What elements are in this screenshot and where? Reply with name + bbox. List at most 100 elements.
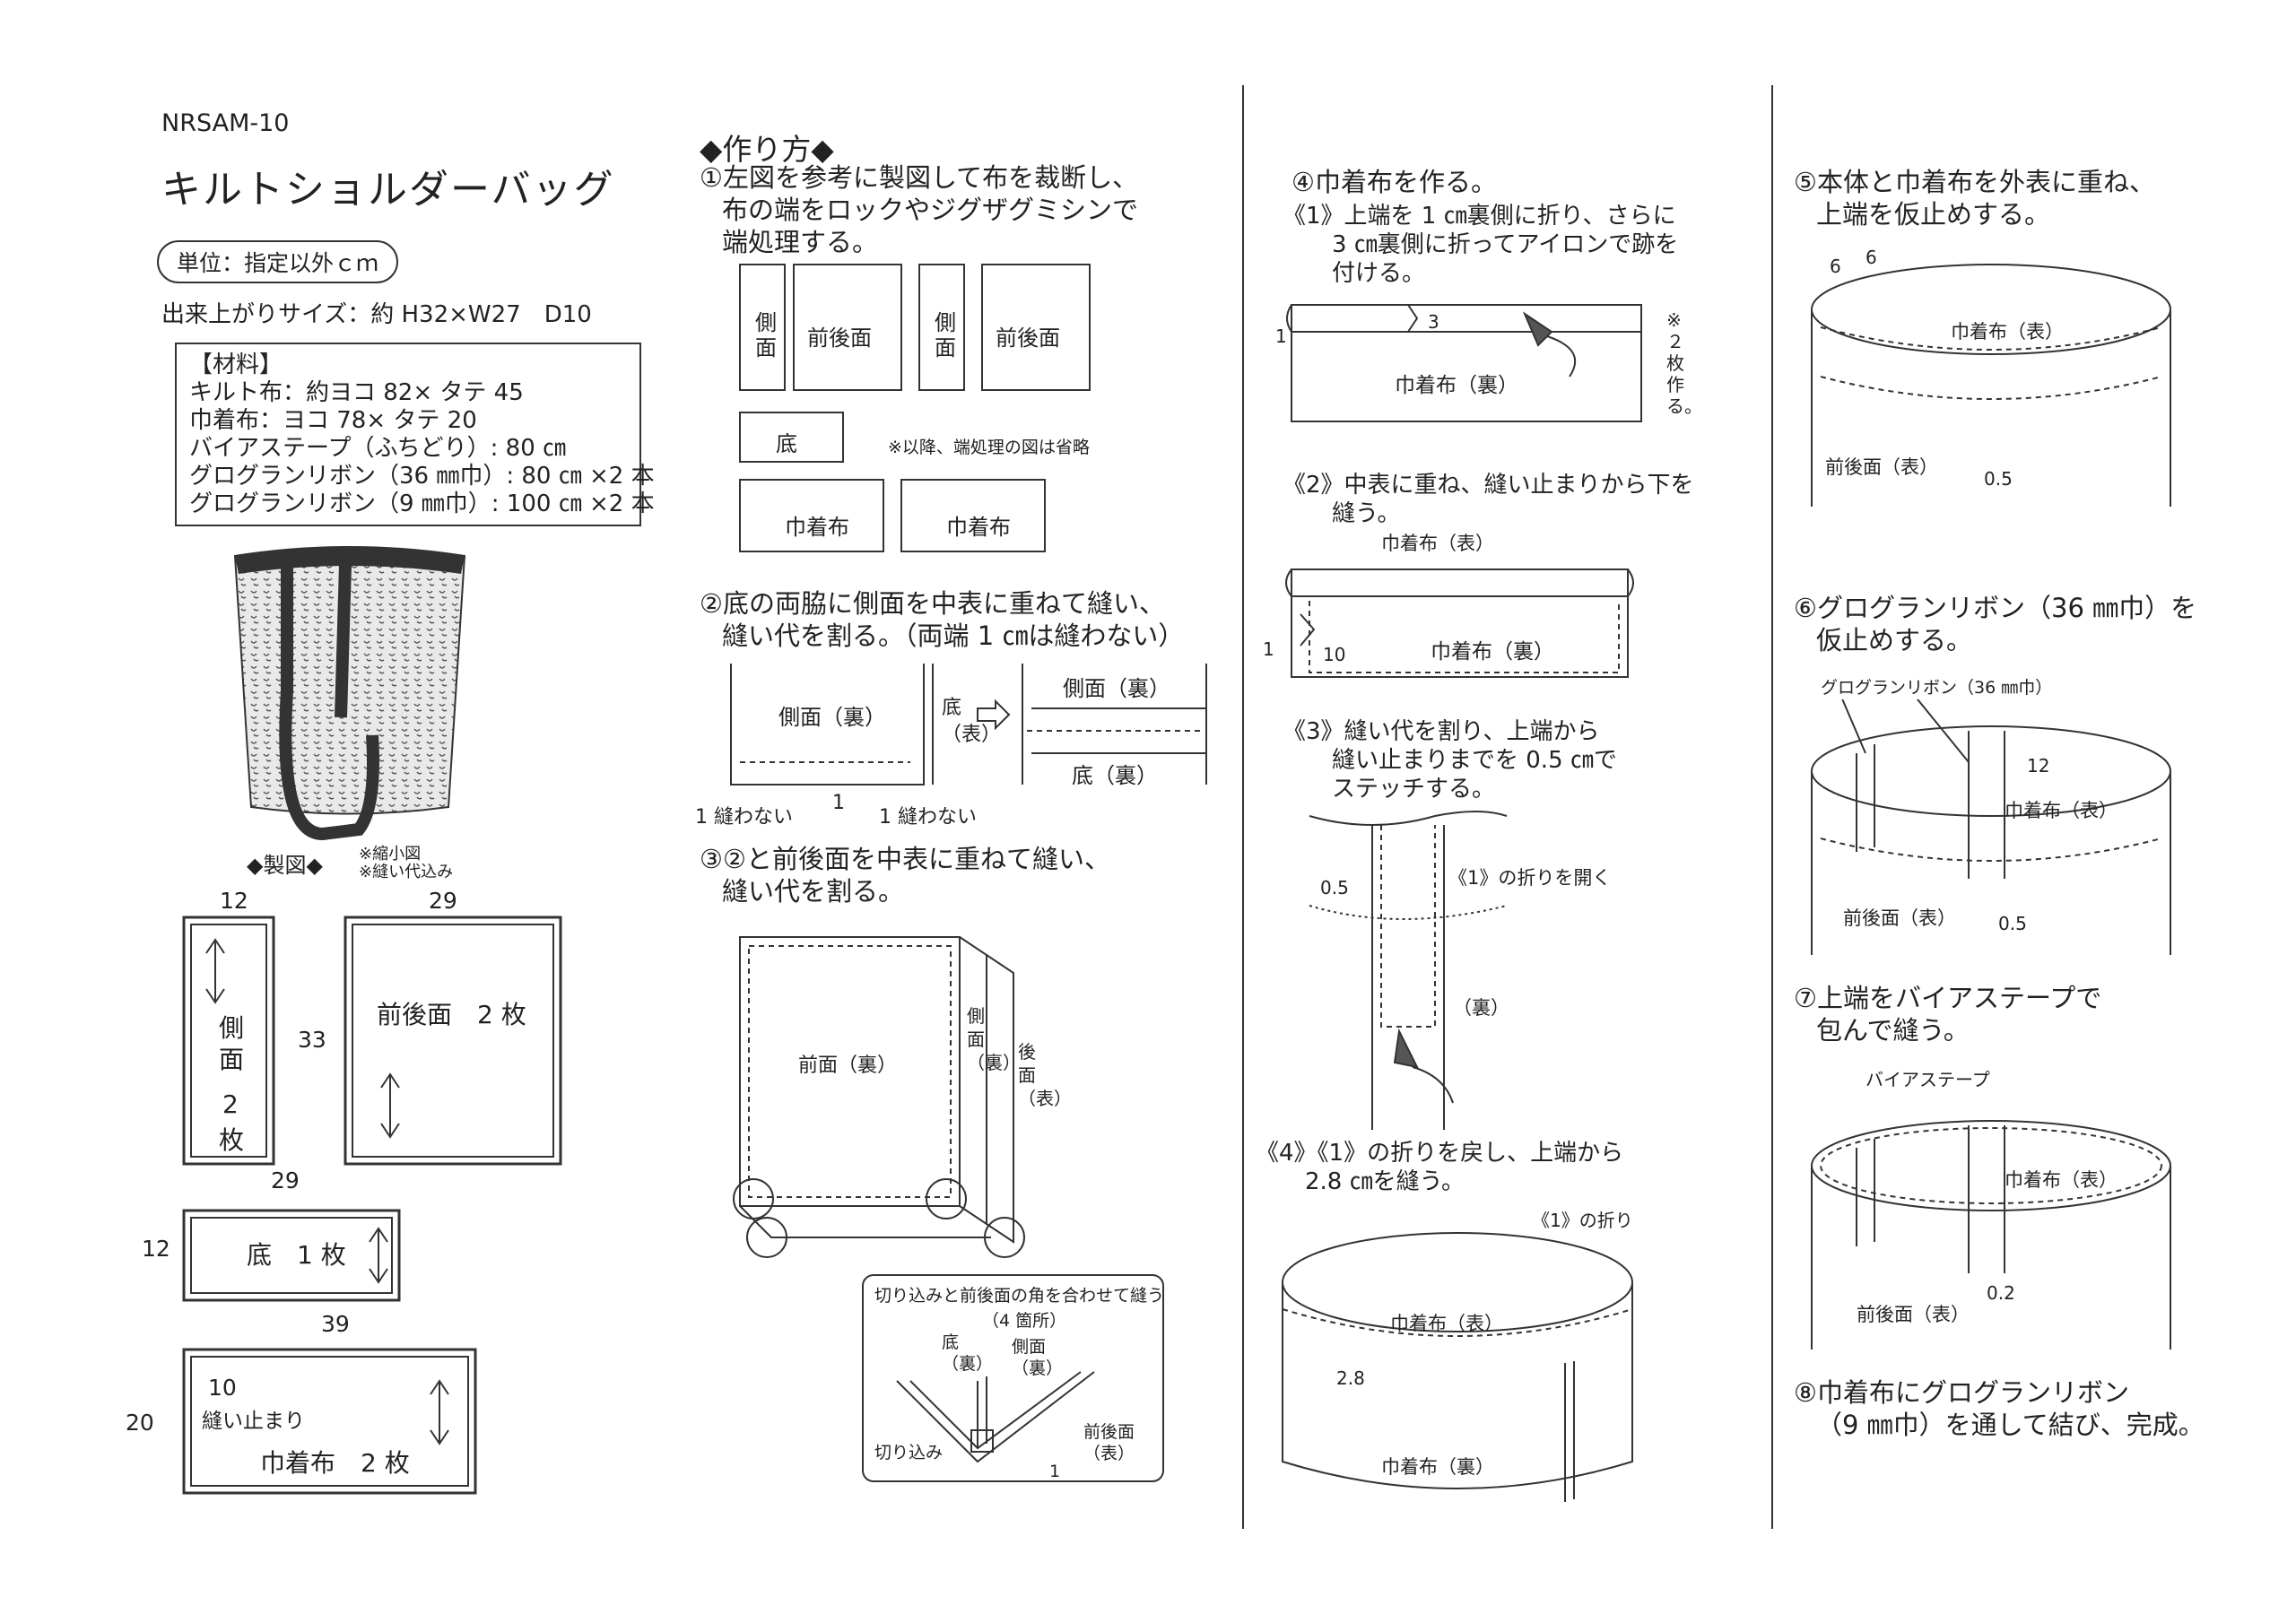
seam-one: 1 bbox=[1263, 638, 1274, 660]
step-2-diagram bbox=[730, 664, 1207, 785]
step-1-line: ①左図を参考に製図して布を裁断し、 bbox=[700, 162, 1139, 193]
step-4-1-line: 付ける。 bbox=[1332, 260, 1426, 287]
step-3-detail-box bbox=[862, 1274, 1164, 1482]
step-5-line: ⑤本体と巾着布を外表に重ね、 bbox=[1794, 167, 2155, 197]
step-4-1-line: 《1》上端を 1 ㎝裏側に折り、さらに bbox=[1283, 203, 1676, 230]
side-width: 12 bbox=[220, 888, 248, 914]
cut-bottom-label: 底 bbox=[776, 431, 797, 456]
pouch-width: 39 bbox=[321, 1311, 350, 1337]
step-7-line: ⑦上端をバイアステープで bbox=[1794, 983, 2102, 1013]
step-7-diagram bbox=[1811, 1120, 2171, 1350]
bias-tape-label: バイアステープ bbox=[1866, 1069, 1990, 1090]
side-label: 面 bbox=[219, 1045, 245, 1074]
body-label: 前後面（表） bbox=[1843, 907, 1956, 929]
step-4-2-line: 《2》中表に重ね、縫い止まりから下を bbox=[1283, 472, 1694, 499]
materials-box: 【材料】 キルト布：約ヨコ 82× タテ 45 巾着布：ヨコ 78× タテ 20… bbox=[175, 343, 655, 526]
tack-half: 0.5 bbox=[1984, 468, 2013, 490]
step-4-2-line: 縫う。 bbox=[1332, 500, 1401, 527]
pouch-stop-label: 縫い止まり bbox=[202, 1410, 305, 1433]
step-5-diagram bbox=[1811, 264, 2171, 507]
step-4-1-line: 3 ㎝裏側に折ってアイロンで跡を bbox=[1332, 231, 1679, 258]
step-4-2-diagram bbox=[1285, 568, 1634, 678]
edge-note: ※以降、端処理の図は省略 bbox=[888, 438, 1090, 457]
detail-bottom: 底（裏） bbox=[942, 1332, 994, 1374]
front-back-width: 29 bbox=[429, 888, 457, 914]
side-count: 2 bbox=[222, 1089, 239, 1119]
make-two-note: ※２枚作る。 bbox=[1666, 309, 1702, 417]
material-item: バイアステープ（ふちどり）: 80 ㎝ bbox=[189, 435, 567, 462]
step-3-diagram bbox=[733, 936, 1025, 1258]
pouch-back-label: 巾着布（裏） bbox=[1395, 374, 1518, 397]
bottom-diagram bbox=[182, 1209, 401, 1302]
step-1-line: 布の端をロックやジグザグミシンで bbox=[722, 195, 1139, 225]
pouch-front-label: 巾着布（表） bbox=[1390, 1313, 1503, 1334]
cut-pouch-label: 巾着布 bbox=[946, 515, 1011, 540]
tack-six: 6 bbox=[1830, 256, 1841, 277]
detail-cut: 切り込み bbox=[874, 1443, 944, 1462]
step-7-line: 包んで縫う。 bbox=[1816, 1015, 1970, 1046]
front-back-diagram bbox=[344, 916, 562, 1166]
finished-size: 出来上がりサイズ：約 H32×W27 D10 bbox=[161, 301, 592, 328]
pouch-back-label: 巾着布（裏） bbox=[1431, 640, 1554, 664]
howto-heading: ◆作り方◆ bbox=[700, 132, 834, 167]
material-item: グログランリボン（36 ㎜巾）: 80 ㎝ ×2 本 bbox=[189, 463, 655, 490]
bottom-height: 12 bbox=[142, 1236, 170, 1262]
fold-one: 1 bbox=[1275, 325, 1287, 347]
back-front-label: 後面（表） bbox=[1018, 1041, 1072, 1109]
step-6-line: ⑥グログランリボン（36 ㎜巾）を bbox=[1794, 593, 2197, 623]
step-5-line: 上端を仮止めする。 bbox=[1816, 199, 2051, 230]
pattern-heading: ◆製図◆ bbox=[247, 853, 323, 878]
side-label: 側 bbox=[219, 1013, 245, 1043]
side-back-label: 側面（裏） bbox=[967, 1005, 1021, 1073]
step-8-line: （9 ㎜巾）を通して結び、完成。 bbox=[1816, 1410, 2205, 1440]
pouch-height: 20 bbox=[126, 1410, 154, 1436]
materials-heading: 【材料】 bbox=[189, 352, 283, 378]
side-panel-diagram bbox=[182, 916, 275, 1166]
seam-one: 1 bbox=[832, 792, 845, 814]
pouch-back-label: 巾着布（裏） bbox=[1381, 1456, 1494, 1478]
tack-half: 0.5 bbox=[1998, 913, 2027, 934]
pouch-front-label: 巾着布（表） bbox=[2005, 800, 2118, 821]
step-6-line: 仮止めする。 bbox=[1816, 625, 1973, 655]
bottom-back-label: 底（裏） bbox=[1072, 763, 1158, 788]
bottom-width: 29 bbox=[271, 1167, 300, 1193]
page-title: キルトショルダーバッグ bbox=[161, 167, 615, 213]
step-4-3-line: ステッチする。 bbox=[1332, 776, 1496, 803]
cut-side-label: 側 bbox=[755, 310, 777, 335]
pouch-front-label: 巾着布（表） bbox=[1951, 321, 2064, 343]
step-1-line: 端処理する。 bbox=[722, 227, 879, 257]
step-4-4-line: 《4》《1》の折りを戻し、上端から bbox=[1256, 1140, 1624, 1167]
step-8-line: ⑧巾着布にグログランリボン bbox=[1794, 1377, 2129, 1408]
tack-six: 6 bbox=[1866, 247, 1877, 268]
step-4-1-diagram bbox=[1286, 304, 1642, 422]
fold-three: 3 bbox=[1428, 311, 1439, 333]
detail-front-back: 前後面（表） bbox=[1083, 1422, 1135, 1463]
pouch-label: 巾着布 2 枚 bbox=[260, 1448, 410, 1478]
step-3-line: ③②と前後面を中表に重ねて縫い、 bbox=[700, 844, 1110, 874]
cut-front-back-label: 前後面 bbox=[996, 325, 1060, 351]
step-4-3-diagram bbox=[1309, 811, 1508, 1130]
step-2-line: ②底の両脇に側面を中表に重ねて縫い、 bbox=[700, 588, 1165, 619]
step-1-diagram bbox=[739, 264, 1091, 552]
detail-one: 1 bbox=[1049, 1462, 1061, 1481]
product-code: NRSAM-10 bbox=[161, 109, 290, 137]
detail-title: 切り込みと前後面の角を合わせて縫う bbox=[874, 1286, 1165, 1306]
pouch-front-label: 巾着布（表） bbox=[2005, 1169, 2118, 1191]
step-4-3-line: 縫い止まりまでを 0.5 ㎝で bbox=[1332, 747, 1617, 774]
bag-photo bbox=[233, 546, 466, 841]
sew-point-two: 0.2 bbox=[1987, 1282, 2015, 1304]
no-sew-left: 1 縫わない bbox=[695, 806, 793, 829]
body-label: 前後面（表） bbox=[1857, 1304, 1970, 1325]
body-label: 前後面（表） bbox=[1825, 456, 1938, 478]
step-2-line: 縫い代を割る。（両端 1 ㎝は縫わない） bbox=[722, 621, 1185, 651]
sew-two-eight: 2.8 bbox=[1336, 1367, 1365, 1389]
no-sew-right: 1 縫わない bbox=[879, 806, 977, 829]
pouch-stop-num: 10 bbox=[208, 1375, 237, 1401]
ribbon-label: グログランリボン（36 ㎜巾） bbox=[1821, 678, 2053, 698]
pattern-note: ※縮小図 bbox=[359, 845, 422, 864]
front-back-label: 前面（裏） bbox=[798, 1055, 898, 1077]
material-item: 巾着布：ヨコ 78× タテ 20 bbox=[189, 407, 477, 434]
stitch-half: 0.5 bbox=[1320, 877, 1349, 898]
material-item: キルト布：約ヨコ 82× タテ 45 bbox=[189, 379, 524, 406]
cut-side-label: 面 bbox=[935, 335, 956, 360]
